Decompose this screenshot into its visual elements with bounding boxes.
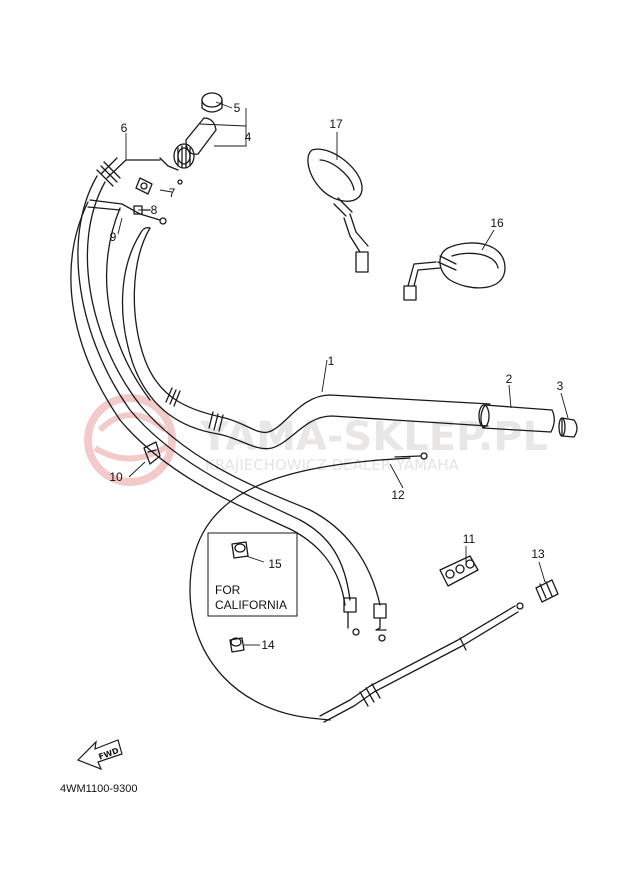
callout-11: 11 (463, 532, 476, 546)
callout-7: 7 (169, 186, 176, 200)
throttle-grip-part (173, 117, 217, 169)
cable-holder-part (439, 555, 479, 587)
callout-8: 8 (151, 203, 158, 217)
grip-collar-part (201, 92, 223, 113)
callout-4: 4 (245, 130, 252, 144)
throttle-cable-run (70, 175, 381, 606)
bar-end-part (558, 417, 578, 438)
callout-numbers: 1 2 3 4 5 6 7 8 9 10 11 12 13 14 15 16 1… (109, 101, 563, 652)
throttle-cable-part (96, 157, 183, 187)
handlebar-part (121, 226, 491, 450)
fwd-arrow-icon: FWD (76, 739, 123, 771)
california-note-box: FOR CALIFORNIA (207, 532, 298, 617)
callout-3: 3 (557, 379, 564, 393)
callout-2: 2 (506, 372, 513, 386)
carburetor-cable-fittings (343, 597, 387, 642)
callout-16: 16 (490, 216, 504, 230)
hose-clamp-part (229, 637, 245, 653)
california-note-line1: FOR (215, 583, 241, 597)
speedometer-cable-part (319, 602, 524, 723)
callout-14: 14 (261, 638, 275, 652)
choke-cable-end-part (87, 199, 167, 225)
mirror-right-part (403, 242, 506, 301)
california-note-line2: CALIFORNIA (215, 598, 287, 612)
callout-1: 1 (328, 354, 335, 368)
callout-13: 13 (531, 547, 545, 561)
watermark-brand: YAMA-SKLEP.PL (199, 414, 548, 460)
mirror-left-part (307, 148, 369, 273)
callout-17: 17 (329, 117, 343, 131)
diagram-code: 4WM1100-9300 (60, 783, 137, 795)
callout-6: 6 (121, 121, 128, 135)
cable-adjuster-part (535, 579, 559, 603)
callout-9: 9 (110, 230, 117, 244)
california-clamp-part (231, 541, 249, 559)
callout-10: 10 (109, 470, 123, 484)
callout-12: 12 (391, 488, 405, 502)
clutch-cable-part (189, 452, 428, 721)
cable-clamp-part (135, 177, 153, 195)
leader-lines (117, 101, 569, 646)
callout-15: 15 (268, 557, 282, 571)
callout-5: 5 (234, 101, 241, 115)
grip-part (478, 404, 555, 433)
